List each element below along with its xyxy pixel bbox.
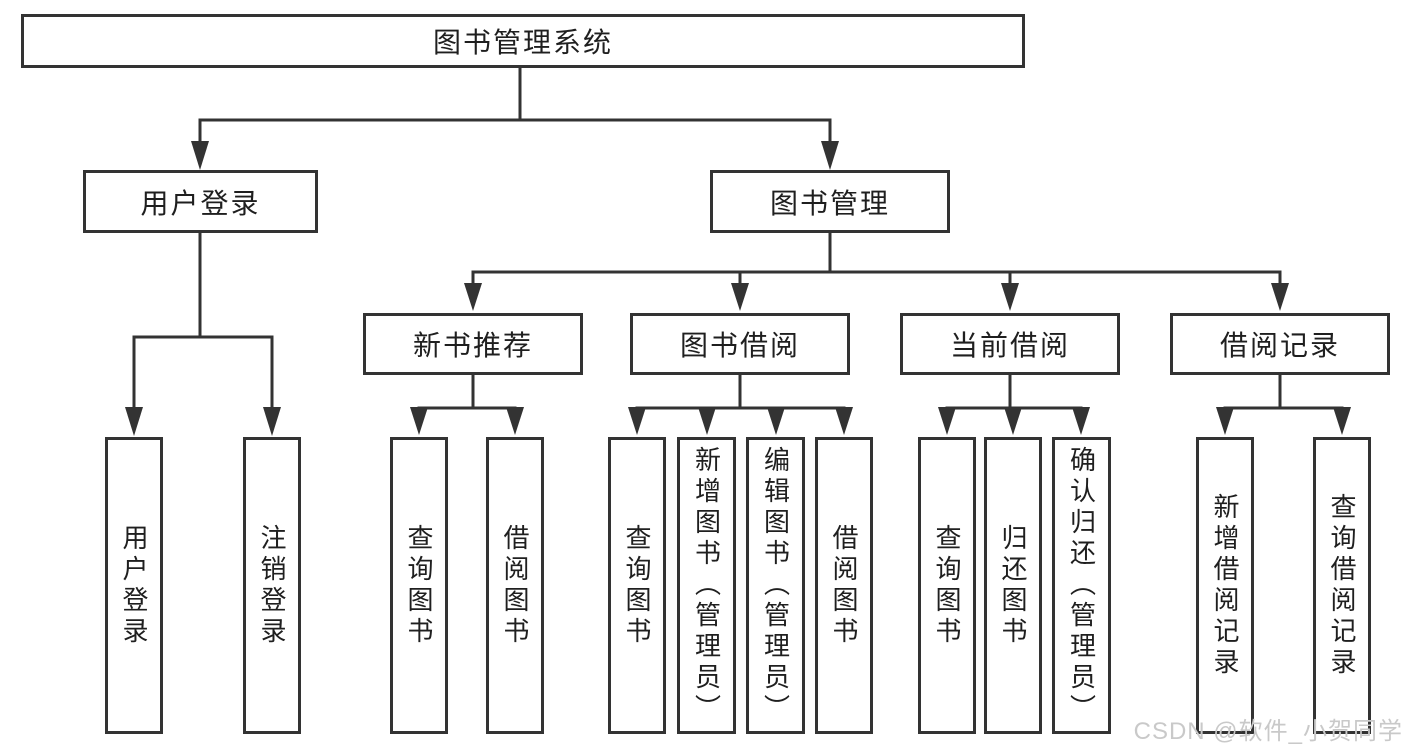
node-book-borrowing: 图书借阅 bbox=[630, 313, 850, 375]
node-book-borrowing-label: 图书借阅 bbox=[679, 330, 800, 361]
node-edit-books-admin: 编辑图书（管理员） bbox=[746, 437, 805, 734]
node-user-login: 用户登录 bbox=[105, 437, 163, 734]
node-query-borrow-record-label: 查询借阅记录 bbox=[1327, 492, 1357, 679]
node-add-borrow-record-label: 新增借阅记录 bbox=[1210, 492, 1240, 679]
arrowheads bbox=[125, 141, 1351, 436]
node-confirm-return-admin-label: 确认归还（管理员） bbox=[1066, 446, 1097, 725]
node-add-books-admin: 新增图书（管理员） bbox=[677, 437, 736, 734]
node-recommend-borrow-books: 借阅图书 bbox=[486, 437, 544, 734]
node-borrowing-query-books: 查询图书 bbox=[608, 437, 666, 734]
node-add-borrow-record: 新增借阅记录 bbox=[1196, 437, 1254, 734]
node-recommend-query-books: 查询图书 bbox=[390, 437, 448, 734]
node-new-book-recommendation: 新书推荐 bbox=[363, 313, 583, 375]
node-borrowing-records: 借阅记录 bbox=[1170, 313, 1390, 375]
node-user-login-branch-label: 用户登录 bbox=[140, 187, 261, 219]
node-return-books: 归还图书 bbox=[984, 437, 1042, 734]
node-borrowing-borrow-books-label: 借阅图书 bbox=[829, 523, 859, 648]
csdn-watermark: CSDN @软件_小贺同学 bbox=[1133, 718, 1403, 745]
node-book-management: 图书管理 bbox=[710, 170, 950, 233]
node-borrowing-borrow-books: 借阅图书 bbox=[815, 437, 873, 734]
node-query-borrow-record: 查询借阅记录 bbox=[1313, 437, 1371, 734]
node-library-management-system: 图书管理系统 bbox=[21, 14, 1025, 68]
node-new-book-recommendation-label: 新书推荐 bbox=[412, 330, 533, 361]
node-add-books-admin-label: 新增图书（管理员） bbox=[691, 446, 722, 725]
node-user-login-branch: 用户登录 bbox=[83, 170, 318, 233]
node-library-management-system-label: 图书管理系统 bbox=[432, 27, 613, 58]
node-confirm-return-admin: 确认归还（管理员） bbox=[1052, 437, 1111, 734]
node-return-books-label: 归还图书 bbox=[998, 523, 1028, 648]
node-borrowing-records-label: 借阅记录 bbox=[1219, 330, 1340, 361]
node-current-borrowing-label: 当前借阅 bbox=[949, 330, 1070, 361]
node-logout-login: 注销登录 bbox=[243, 437, 301, 734]
node-current-borrowing: 当前借阅 bbox=[900, 313, 1120, 375]
node-logout-login-label: 注销登录 bbox=[257, 523, 287, 648]
node-current-query-books-label: 查询图书 bbox=[932, 523, 962, 648]
node-book-management-label: 图书管理 bbox=[769, 187, 890, 219]
node-current-query-books: 查询图书 bbox=[918, 437, 976, 734]
node-user-login-label: 用户登录 bbox=[119, 523, 149, 648]
node-recommend-query-books-label: 查询图书 bbox=[404, 523, 434, 648]
node-recommend-borrow-books-label: 借阅图书 bbox=[500, 523, 530, 648]
node-edit-books-admin-label: 编辑图书（管理员） bbox=[760, 446, 791, 725]
node-borrowing-query-books-label: 查询图书 bbox=[622, 523, 652, 648]
